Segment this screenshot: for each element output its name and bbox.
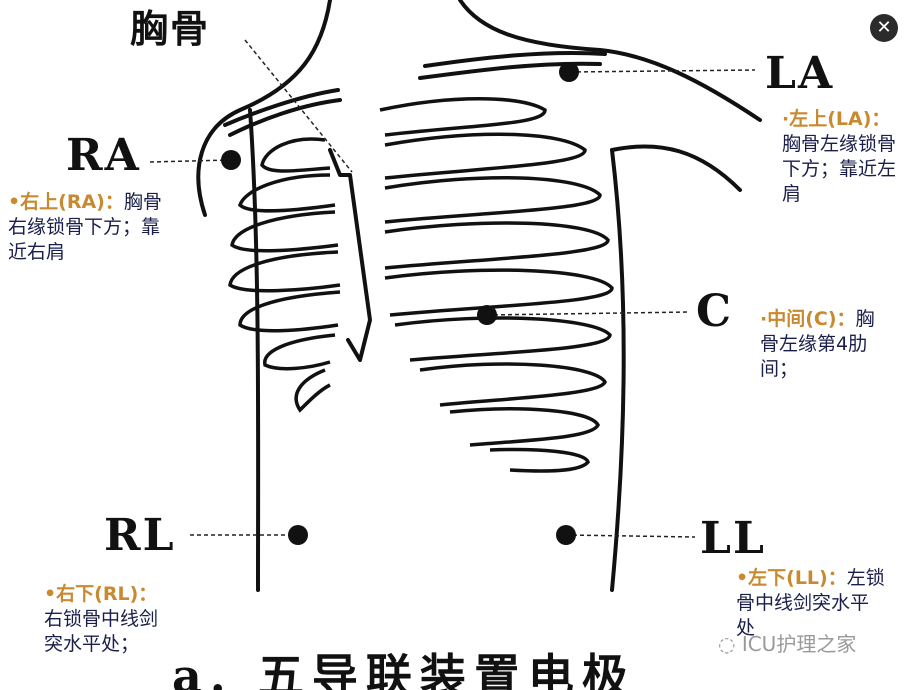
wechat-icon: ◌ bbox=[718, 632, 735, 656]
c-description-prefix: ·中间(C)： bbox=[760, 308, 856, 330]
ll-leader-line bbox=[566, 535, 695, 537]
la-description-prefix: ·左上(LA)： bbox=[782, 108, 890, 130]
electrode-ra bbox=[221, 150, 241, 170]
electrode-la bbox=[559, 62, 579, 82]
sternum-label: 胸骨 bbox=[130, 0, 210, 53]
la-description-text: 胸骨左缘锁骨下方；靠近左肩 bbox=[782, 133, 896, 205]
close-button[interactable]: ✕ bbox=[870, 14, 898, 42]
left-ribs bbox=[380, 99, 612, 471]
rl-description-prefix: •右下(RL)： bbox=[44, 583, 157, 605]
electrode-c bbox=[477, 305, 497, 325]
watermark-text: ICU护理之家 bbox=[742, 632, 857, 656]
ra-leader-line bbox=[150, 160, 230, 162]
c-description: ·中间(C)：胸骨左缘第4肋间； bbox=[760, 307, 885, 382]
lead-code-ll: LL bbox=[700, 513, 766, 564]
right-shoulder-outline bbox=[198, 0, 330, 215]
electrode-ll bbox=[556, 525, 576, 545]
lead-code-la: LA bbox=[765, 48, 834, 99]
left-shoulder-outline bbox=[460, 0, 760, 120]
left-torso-outline bbox=[612, 150, 624, 590]
sternum-outline bbox=[330, 150, 370, 360]
lead-code-c: C bbox=[696, 286, 733, 337]
ra-description: •右上(RA)：胸骨右缘锁骨下方；靠近右肩 bbox=[8, 190, 166, 265]
ra-description-prefix: •右上(RA)： bbox=[8, 191, 124, 213]
la-description: ·左上(LA)： 胸骨左缘锁骨下方；靠近左肩 bbox=[782, 107, 907, 207]
lead-code-rl: RL bbox=[104, 510, 176, 561]
figure-caption: a. 五导联装置电极 bbox=[172, 640, 636, 690]
lead-code-ra: RA bbox=[66, 130, 141, 181]
ll-description-prefix: •左下(LL)： bbox=[736, 567, 847, 589]
right-torso-outline bbox=[250, 110, 258, 590]
right-ribs bbox=[230, 139, 340, 410]
rl-description-text: 右锁骨中线剑突水平处； bbox=[44, 608, 158, 655]
watermark: ◌ ICU护理之家 bbox=[718, 628, 856, 657]
sternum-leader-line bbox=[245, 40, 352, 172]
la-leader-line bbox=[570, 70, 755, 72]
close-icon: ✕ bbox=[876, 17, 891, 38]
electrode-rl bbox=[288, 525, 308, 545]
c-leader-line bbox=[487, 312, 690, 315]
rl-description: •右下(RL)： 右锁骨中线剑突水平处； bbox=[44, 582, 174, 657]
